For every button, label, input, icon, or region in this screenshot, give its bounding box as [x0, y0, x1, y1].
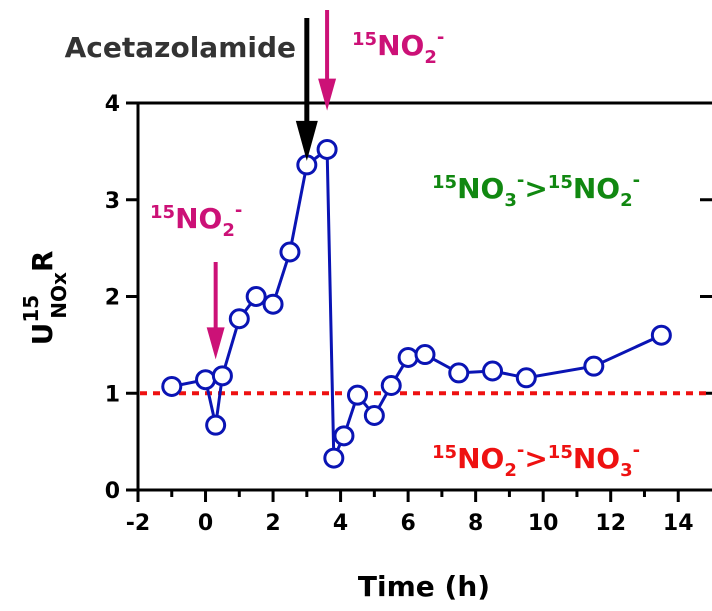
x-tick-label: 0 — [198, 511, 213, 536]
acetazolamide-arrow-head — [295, 120, 318, 161]
y-tick-label: 2 — [105, 286, 120, 311]
y-tick-label: 3 — [105, 189, 120, 214]
no2-left-label-sub: 2 — [222, 220, 235, 241]
region-label-lower: 15NO2->15NO3- — [432, 440, 640, 481]
region-label-lower-a-sub: 2 — [504, 460, 517, 481]
data-point — [228, 308, 250, 330]
region-label-upper-a-main: NO — [457, 172, 504, 205]
y-ticks: 0 1 2 3 4 — [105, 92, 138, 504]
series-layer — [161, 138, 672, 469]
x-tick-label: 8 — [468, 511, 483, 536]
data-point — [323, 447, 345, 469]
data-point — [205, 414, 227, 436]
no2-top-label: 15NO2- — [352, 27, 444, 68]
data-point — [380, 375, 402, 397]
acetazolamide-label: Acetazolamide — [65, 31, 296, 64]
no2-top-label-charge: - — [437, 27, 444, 48]
data-point — [363, 405, 385, 427]
region-label-lower-b-sub: 3 — [620, 460, 633, 481]
x-tick-label: 4 — [333, 511, 348, 536]
data-point — [650, 324, 672, 346]
data-point — [245, 286, 267, 307]
region-label-upper-b-charge: - — [633, 170, 640, 191]
data-point — [161, 375, 183, 397]
x-tick-label: 12 — [595, 511, 626, 536]
no2-top-arrow-head — [318, 78, 337, 111]
data-point — [262, 293, 284, 315]
y-axis-title-sup: 15 — [19, 295, 43, 323]
data-point — [195, 369, 217, 391]
region-label-upper-b-sub: 2 — [620, 190, 633, 211]
no2-left-label: 15NO2- — [150, 200, 242, 241]
region-label-lower-b-charge: - — [633, 440, 640, 461]
data-point — [279, 241, 301, 263]
y-axis-title-sub: NOx — [47, 272, 71, 319]
x-ticks: -2 0 2 4 6 8 10 12 14 — [126, 490, 694, 536]
no2-top-label-iso: 15 — [352, 29, 377, 50]
y-tick-label: 4 — [105, 92, 120, 117]
y-axis-title-main: U — [26, 323, 59, 346]
region-label-upper-b-iso: 15 — [548, 172, 573, 193]
y-tick-label: 0 — [105, 479, 120, 504]
region-label-upper-b-main: NO — [573, 172, 620, 205]
data-point — [316, 138, 338, 160]
right-ticks — [700, 101, 712, 395]
data-point — [414, 344, 436, 366]
data-point — [515, 367, 537, 389]
no2-left-label-charge: - — [235, 200, 242, 221]
data-point — [211, 365, 233, 387]
region-label-lower-a-charge: - — [517, 440, 524, 461]
no2-left-arrow-head — [206, 327, 225, 360]
region-label-upper-a-charge: - — [517, 170, 524, 191]
x-tick-label: 10 — [528, 511, 559, 536]
region-label-lower-b-main: NO — [573, 442, 620, 475]
region-label-lower-op: > — [524, 442, 547, 475]
region-label-lower-a-main: NO — [457, 442, 504, 475]
region-label-upper-a-iso: 15 — [432, 172, 457, 193]
region-label-lower-a-iso: 15 — [432, 442, 457, 463]
x-tick-label: 2 — [265, 511, 280, 536]
y-tick-label: 1 — [105, 382, 120, 407]
data-point — [583, 355, 605, 377]
no2-top-label-sub: 2 — [424, 47, 437, 68]
data-point — [333, 425, 355, 447]
region-label-upper-op: > — [524, 172, 547, 205]
no2-left-label-iso: 15 — [150, 202, 175, 223]
data-point — [448, 362, 470, 384]
series-line — [171, 146, 663, 459]
data-point — [482, 360, 504, 382]
data-point — [397, 346, 419, 368]
region-label-upper: 15NO3->15NO2- — [432, 170, 640, 211]
x-tick-label: 6 — [400, 511, 415, 536]
region-label-upper-a-sub: 3 — [504, 190, 517, 211]
x-tick-label: 14 — [663, 511, 694, 536]
region-label-lower-b-iso: 15 — [548, 442, 573, 463]
data-point — [346, 384, 368, 406]
no2-top-label-main: NO — [377, 29, 424, 62]
x-tick-label: -2 — [126, 511, 150, 536]
y-axis-title-tail: R — [26, 251, 59, 273]
no2-left-label-main: NO — [175, 202, 222, 235]
x-axis-title: Time (h) — [358, 570, 490, 603]
